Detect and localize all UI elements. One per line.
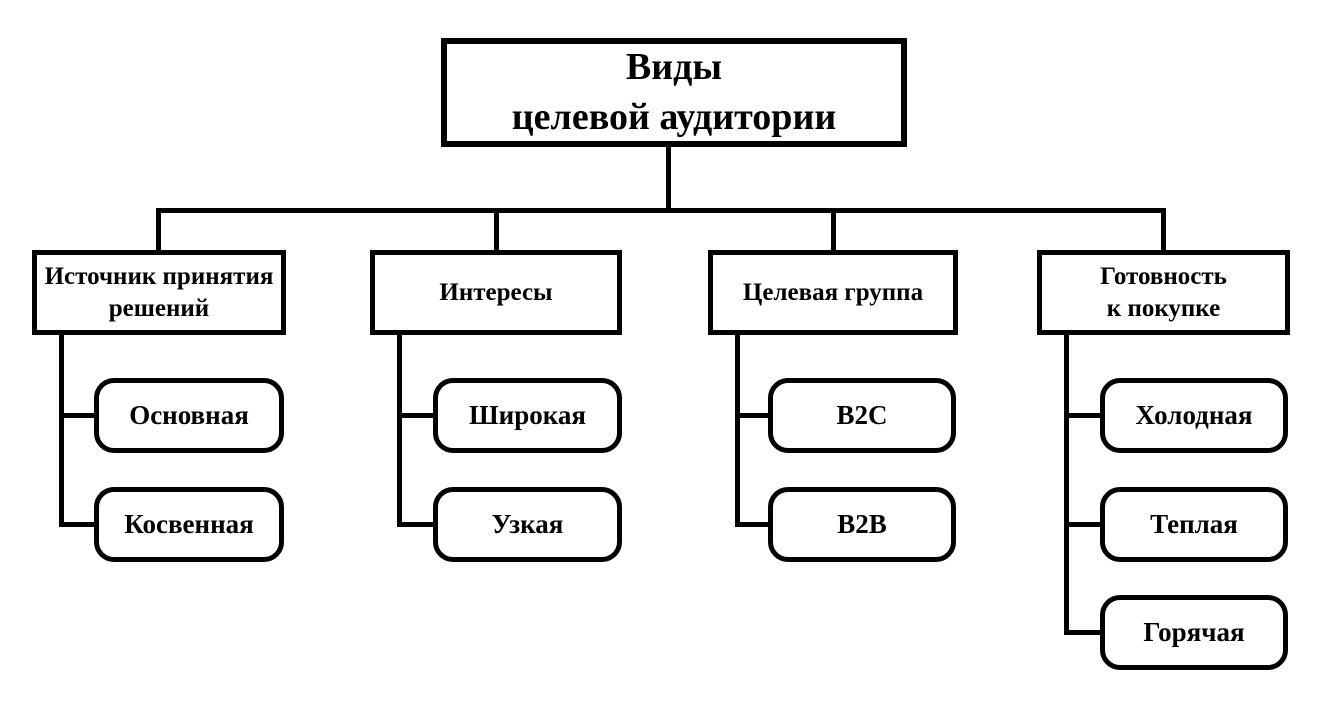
branch-node-decision-source: Источник принятия решений bbox=[32, 250, 286, 335]
leaf-node-narrow: Узкая bbox=[433, 487, 622, 562]
connector-stub-line bbox=[397, 413, 436, 418]
connector-stub-line bbox=[1064, 630, 1103, 635]
leaf-node-warm: Теплая bbox=[1100, 487, 1288, 562]
leaf-node-b2c: B2C bbox=[768, 378, 956, 453]
connector-spine-line-3 bbox=[735, 333, 740, 527]
leaf-node-primary: Основная bbox=[94, 378, 284, 453]
leaf-node-cold: Холодная bbox=[1100, 378, 1288, 453]
leaf-node-indirect: Косвенная bbox=[94, 487, 284, 562]
connector-stub-line bbox=[735, 413, 771, 418]
connector-stub-line bbox=[1064, 413, 1103, 418]
connector-stub-line bbox=[397, 522, 436, 527]
connector-stub-line bbox=[735, 522, 771, 527]
connector-drop-line-3 bbox=[831, 208, 836, 252]
connector-stub-line bbox=[1064, 522, 1103, 527]
branch-node-purchase-readiness: Готовность к покупке bbox=[1037, 250, 1290, 335]
connector-spine-line-4 bbox=[1064, 333, 1069, 635]
connector-stub-line bbox=[59, 522, 97, 527]
connector-spine-line-2 bbox=[397, 333, 402, 527]
branch-node-interests: Интересы bbox=[370, 250, 622, 335]
connector-drop-line-4 bbox=[1161, 208, 1166, 252]
leaf-node-b2b: B2B bbox=[768, 487, 956, 562]
branch-node-target-group: Целевая группа bbox=[708, 250, 958, 335]
connector-root-trunk-line bbox=[666, 147, 671, 213]
connector-drop-line-2 bbox=[494, 208, 499, 252]
leaf-node-broad: Широкая bbox=[433, 378, 622, 453]
connector-distribution-line bbox=[156, 208, 1166, 213]
connector-spine-line-1 bbox=[59, 333, 64, 527]
connector-stub-line bbox=[59, 413, 97, 418]
connector-drop-line-1 bbox=[156, 208, 161, 252]
leaf-node-hot: Горячая bbox=[1100, 595, 1288, 670]
root-node-title: Виды целевой аудитории bbox=[441, 38, 907, 147]
